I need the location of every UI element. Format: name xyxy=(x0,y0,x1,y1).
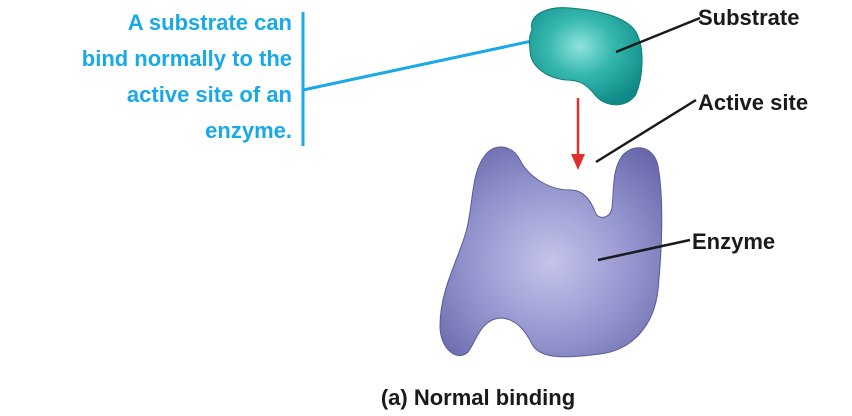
substrate-label: Substrate xyxy=(698,5,799,30)
binding-arrow xyxy=(571,98,585,170)
substrate-molecule xyxy=(529,8,642,105)
active-site-label: Active site xyxy=(698,90,808,115)
figure-caption: (a) Normal binding xyxy=(381,385,575,410)
callout: A substrate can bind normally to the act… xyxy=(82,10,552,146)
callout-line-4: enzyme. xyxy=(205,118,292,143)
callout-pointer-line xyxy=(303,38,546,90)
callout-line-1: A substrate can xyxy=(128,10,292,35)
callout-line-2: bind normally to the xyxy=(82,46,292,71)
callout-line-3: active site of an xyxy=(127,82,292,107)
enzyme-label: Enzyme xyxy=(692,229,775,254)
enzyme-molecule xyxy=(440,147,662,357)
